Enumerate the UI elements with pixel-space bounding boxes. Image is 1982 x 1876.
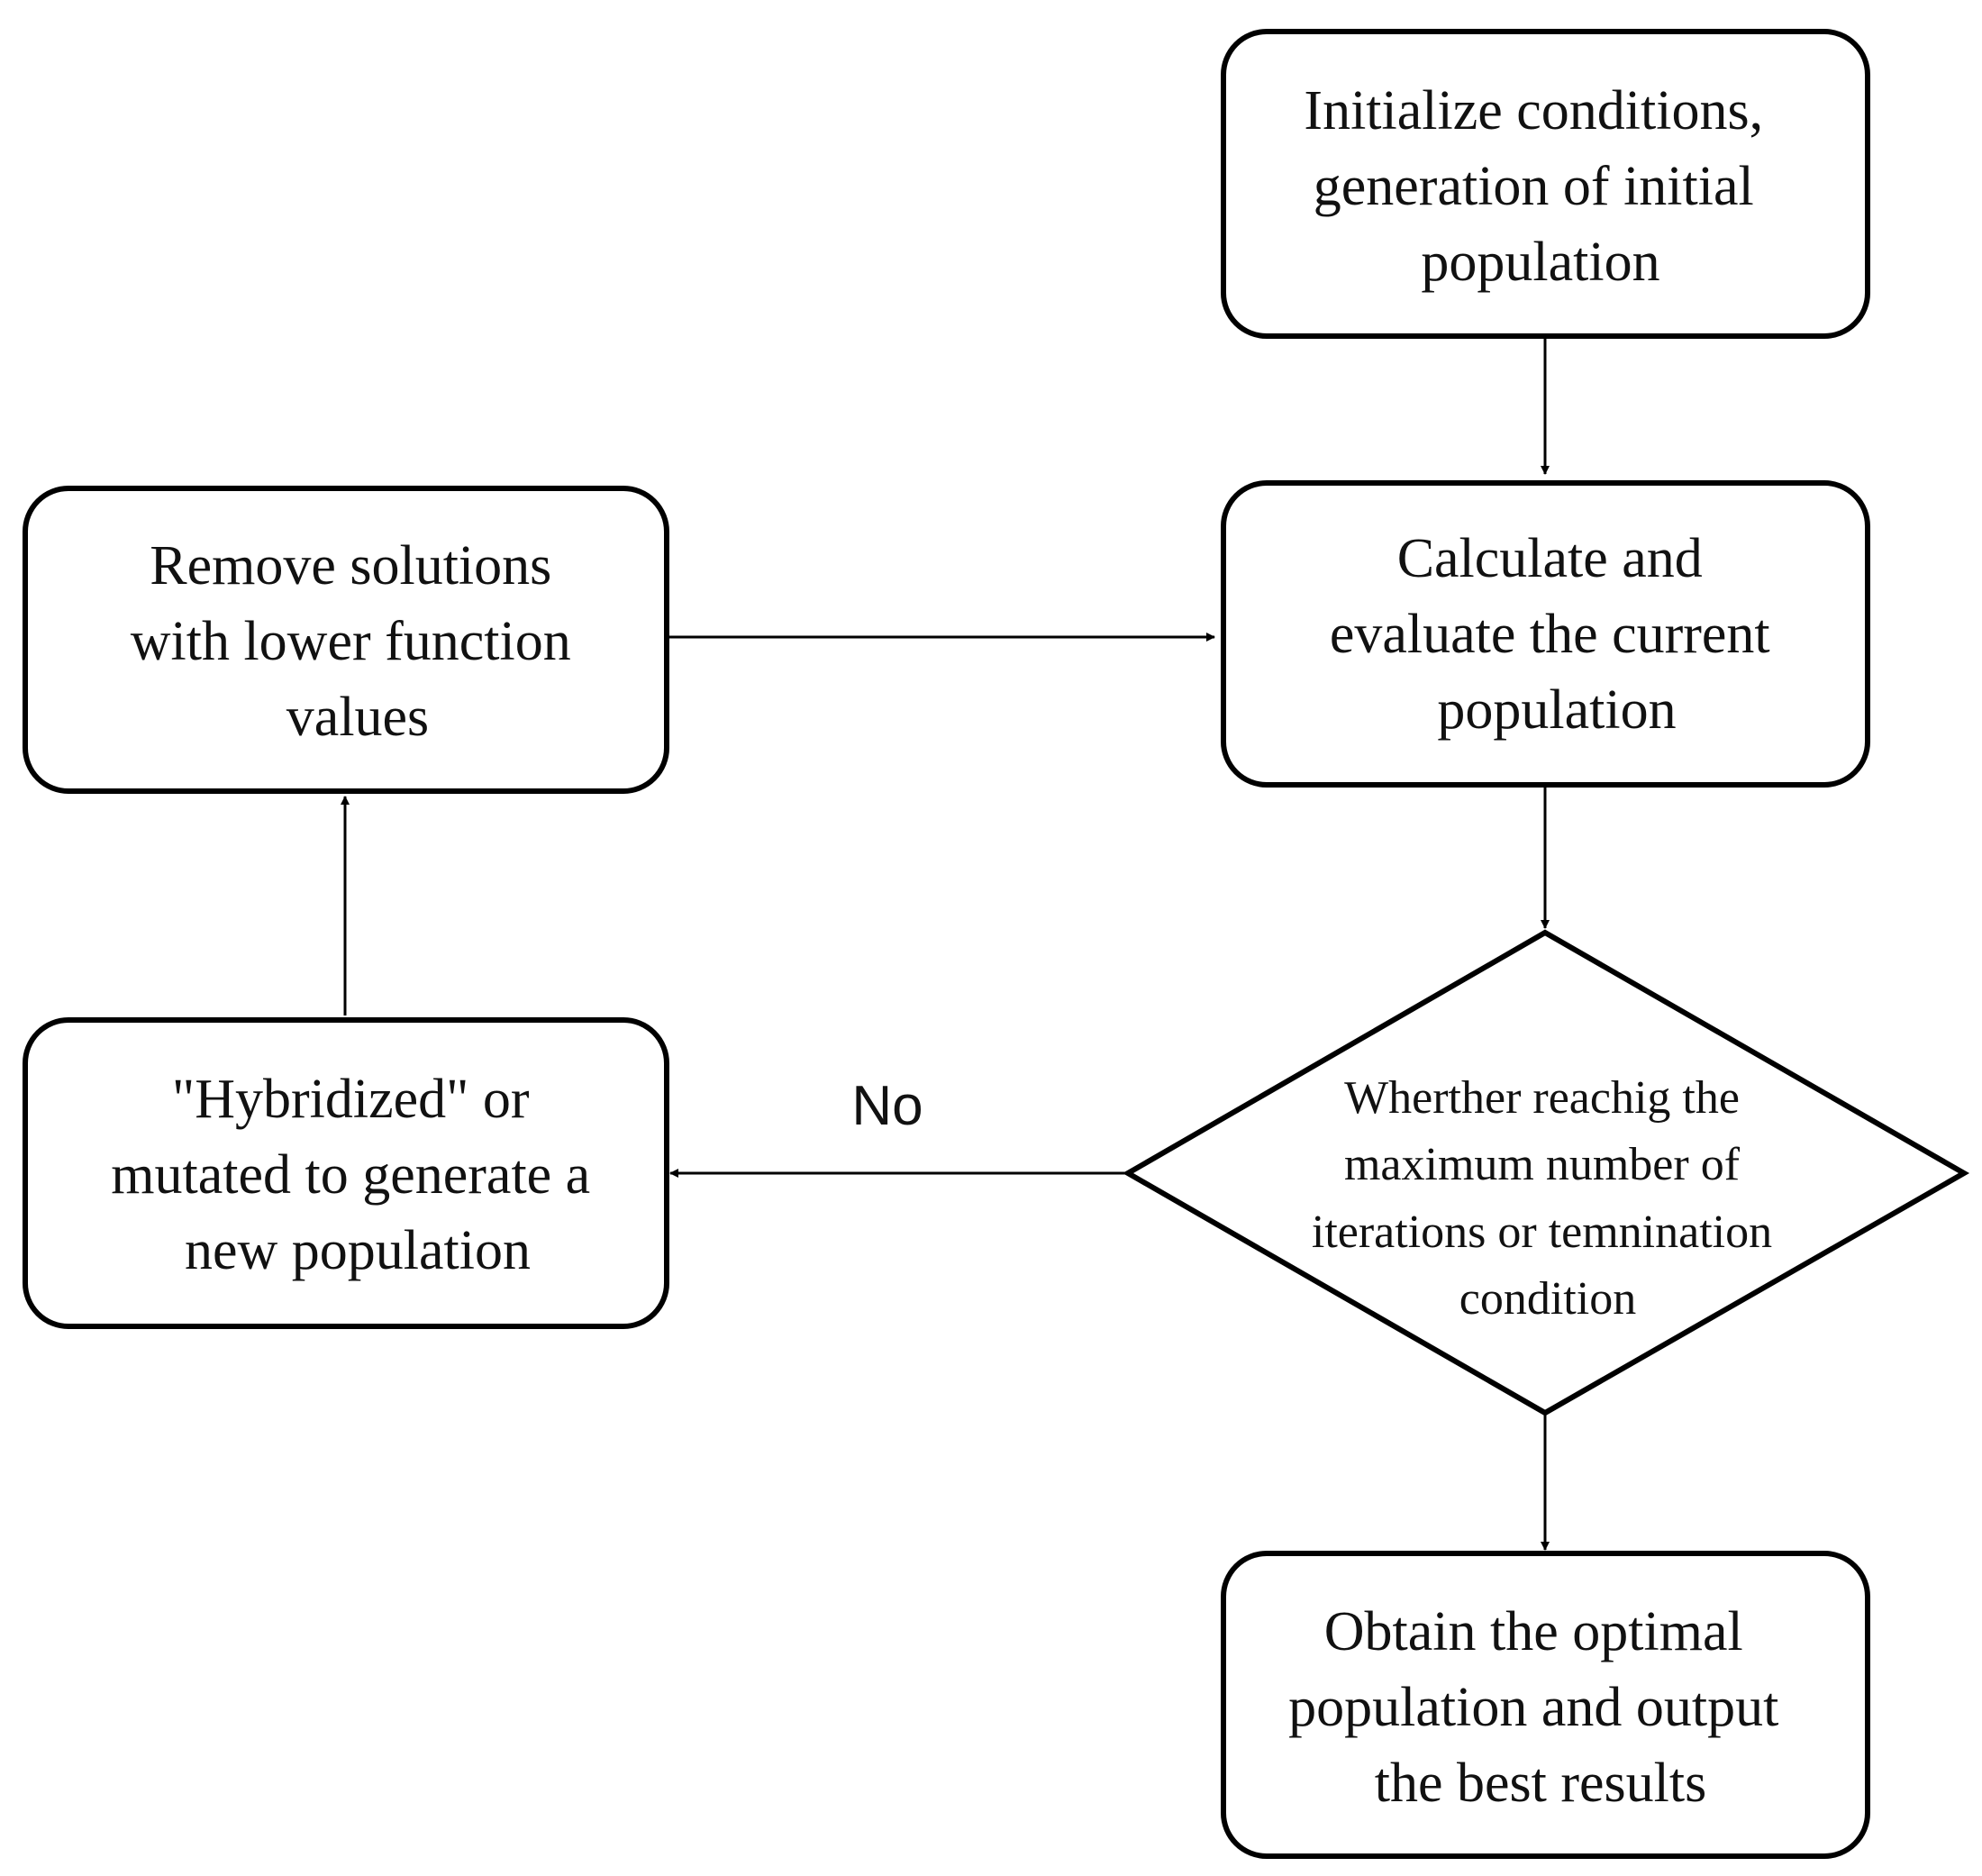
node-output: Obtain the optimal population and output… [1221, 1551, 1870, 1859]
node-hybridize: "Hybridized" or mutated to generate a ne… [23, 1017, 669, 1329]
node-decision: Wherther reachig the maximum number of i… [1122, 929, 1970, 1416]
svg-text:Obtain the optimal popul: Obtain the optimal population and output… [1288, 1601, 1793, 1814]
node-decision-line: iterations or temnination [1312, 1207, 1772, 1258]
node-output-line: population and output [1288, 1677, 1778, 1738]
node-output-line: Obtain the optimal [1324, 1601, 1743, 1662]
node-evaluate-line: population [1437, 679, 1676, 741]
node-initialize-line: Initialize conditions, [1304, 80, 1763, 141]
svg-text:Initialize conditions, g: Initialize conditions, generation of ini… [1304, 80, 1777, 293]
edge-label-no: No [851, 1075, 923, 1137]
node-remove-line: with lower function [131, 611, 571, 672]
node-remove-line: values [286, 687, 429, 748]
node-remove: Remove solutions with lower function val… [23, 486, 669, 794]
node-remove-line: Remove solutions [150, 535, 551, 596]
node-initialize: Initialize conditions, generation of ini… [1221, 29, 1870, 339]
svg-text:Remove solutions with lo: Remove solutions with lower function val… [131, 535, 586, 748]
node-output-line: the best results [1375, 1753, 1707, 1814]
node-decision-line: maximum number of [1344, 1139, 1741, 1190]
svg-text:Wherther reachig the max: Wherther reachig the maximum number of i… [1312, 1072, 1784, 1325]
node-decision-line: Wherther reachig the [1344, 1072, 1740, 1124]
node-hybridize-line: mutated to generate a [111, 1144, 590, 1206]
svg-text:Calculate and evaluate t: Calculate and evaluate the current popul… [1330, 528, 1784, 741]
node-hybridize-line: "Hybridized" or [172, 1069, 530, 1130]
node-evaluate: Calculate and evaluate the current popul… [1221, 480, 1870, 788]
node-hybridize-line: new population [185, 1220, 531, 1281]
svg-text:"Hybridized" or mutated: "Hybridized" or mutated to generate a ne… [111, 1069, 604, 1281]
node-initialize-line: population [1421, 232, 1659, 293]
node-evaluate-line: Calculate and [1397, 528, 1703, 589]
node-decision-line: condition [1459, 1273, 1636, 1325]
node-initialize-line: generation of initial [1314, 156, 1754, 217]
node-evaluate-line: evaluate the current [1330, 604, 1770, 665]
